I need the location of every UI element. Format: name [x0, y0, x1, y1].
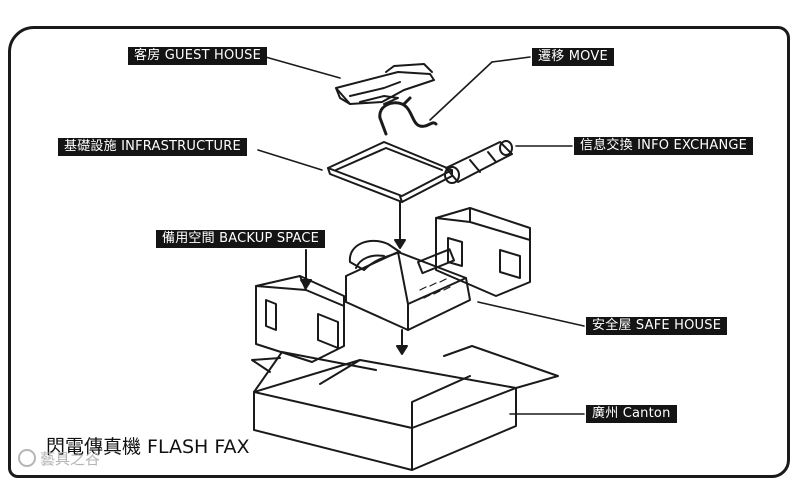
- label-safe-house: 安全屋 SAFE HOUSE: [586, 317, 728, 335]
- leader-move: [491, 56, 531, 63]
- label-infrastructure: 基礎設施 INFRASTRUCTURE: [58, 138, 247, 156]
- fax-machine: [345, 239, 471, 331]
- watermark-logo-icon: [18, 449, 36, 467]
- label-info-exchange: 信息交換 INFO EXCHANGE: [574, 137, 754, 155]
- diagram-title: 閃電傳真機 FLASH FAX: [46, 436, 250, 458]
- label-guest-house: 客房 GUEST HOUSE: [128, 47, 268, 65]
- leader-guest-house: [261, 55, 341, 79]
- leader-move-diagonal: [429, 61, 493, 121]
- label-backup-space: 備用空間 BACKUP SPACE: [156, 230, 326, 248]
- label-canton: 廣州 Canton: [586, 405, 677, 423]
- canton-carton: [251, 345, 559, 471]
- backup-space-foam: [255, 275, 345, 363]
- watermark: 藝具之谷: [18, 448, 100, 469]
- guest-house-tray: [335, 63, 435, 105]
- rounded-frame-border: [8, 26, 790, 478]
- down-arrows: [300, 201, 408, 355]
- leader-infrastructure: [257, 149, 323, 171]
- label-move: 遷移 MOVE: [532, 48, 614, 66]
- move-cable: [378, 96, 438, 136]
- right-foam-insert: [435, 207, 531, 297]
- info-exchange-roll: [444, 140, 513, 184]
- infrastructure-tray: [327, 141, 453, 203]
- leader-lines: [257, 55, 585, 415]
- watermark-text: 藝具之谷: [40, 450, 101, 468]
- leader-safe-house: [477, 301, 585, 327]
